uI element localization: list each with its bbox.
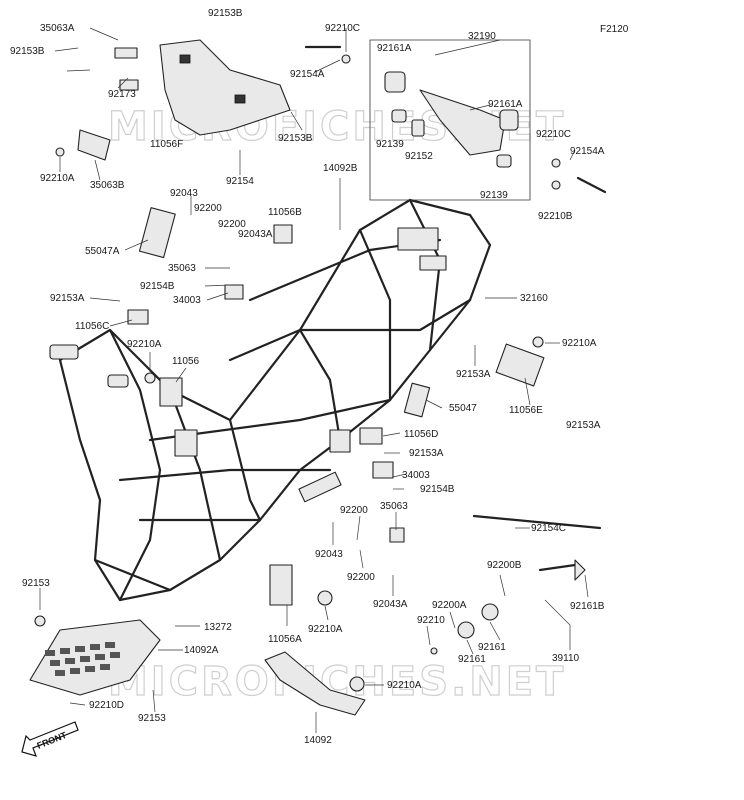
front-arrow-icon: FRONT — [21, 721, 79, 757]
undercover-14092a — [29, 619, 161, 696]
callout-92200b: 92200B — [487, 560, 522, 571]
callout-92043-top: 92043 — [170, 188, 198, 199]
callout-92139-b: 92139 — [480, 190, 508, 201]
leader-lines — [39, 27, 589, 733]
callout-92139-a: 92139 — [376, 139, 404, 150]
callout-11056: 11056 — [172, 356, 200, 367]
callout-92210a-low: 92210A — [308, 624, 343, 635]
main-frame — [49, 198, 492, 602]
callout-92161a-a: 92161A — [377, 43, 412, 54]
callout-92153b-left: 92153B — [10, 46, 45, 57]
callout-92173: 92173 — [108, 89, 136, 100]
figure-code: F2120 — [600, 24, 629, 35]
callout-92153a-left: 92153A — [50, 293, 85, 304]
callout-11056a: 11056A — [268, 634, 302, 645]
callout-35063: 35063 — [168, 263, 196, 274]
callout-92154b-low: 92154B — [420, 484, 455, 495]
callout-92153-bottom: 92153 — [138, 713, 166, 724]
callout-92154b-top: 92154B — [140, 281, 175, 292]
callout-11056f: 11056F — [150, 139, 183, 150]
callout-92210d: 92210D — [89, 700, 124, 711]
callout-32190: 32190 — [468, 31, 496, 42]
callout-92153-left: 92153 — [22, 578, 50, 589]
bracket-11056f — [159, 39, 291, 136]
callout-13272: 13272 — [204, 622, 232, 633]
callout-92161-b: 92161 — [458, 654, 486, 665]
callout-92210c-right: 92210C — [536, 129, 571, 140]
callout-92154: 92154 — [226, 176, 254, 187]
callout-92153a-low: 92153A — [409, 448, 444, 459]
callout-92210a-left: 92210A — [40, 173, 75, 184]
callout-11056e: 11056E — [509, 405, 543, 416]
callout-92210: 92210 — [417, 615, 445, 626]
callout-92153a-right: 92153A — [566, 420, 601, 431]
callout-92210c: 92210C — [325, 23, 360, 34]
callout-92153b-mid: 92153B — [278, 133, 313, 144]
callout-92154c: 92154C — [531, 523, 566, 534]
callout-92210a-bottom: 92210A — [387, 680, 422, 691]
callout-92152: 92152 — [405, 151, 433, 162]
callout-92200-d: 92200 — [347, 572, 375, 583]
callout-32160: 32160 — [520, 293, 548, 304]
callout-labels: 35063A 92153B 92210C 32190 92153B 92154A… — [10, 8, 605, 746]
callout-92161b: 92161B — [570, 601, 605, 612]
callout-92161a-b: 92161A — [488, 99, 523, 110]
callout-92154a: 92154A — [290, 69, 325, 80]
callout-92200-c: 92200 — [340, 505, 368, 516]
callout-35063-low: 35063 — [380, 501, 408, 512]
callout-92200-a: 92200 — [194, 203, 222, 214]
callout-92200-b: 92200 — [218, 219, 246, 230]
callout-55047: 55047 — [449, 403, 477, 414]
callout-39110: 39110 — [552, 653, 580, 664]
cover-14092 — [264, 651, 366, 716]
callout-92210a-mid: 92210A — [127, 339, 162, 350]
callout-92210a-right: 92210A — [562, 338, 597, 349]
callout-14092b: 14092B — [323, 163, 358, 174]
callout-92161-a: 92161 — [478, 642, 506, 653]
callout-92153b-top: 92153B — [208, 8, 243, 19]
small-parts — [34, 45, 607, 692]
callout-92210b: 92210B — [538, 211, 573, 222]
callout-92200a: 92200A — [432, 600, 467, 611]
callout-55047a: 55047A — [85, 246, 120, 257]
callout-92153a-mid: 92153A — [456, 369, 491, 380]
callout-92043a-top: 92043A — [238, 229, 273, 240]
callout-34003-top: 34003 — [173, 295, 201, 306]
callout-35063b: 35063B — [90, 180, 125, 191]
callout-11056c: 11056C — [75, 321, 109, 332]
callout-11056d: 11056D — [404, 429, 438, 440]
callout-14092a: 14092A — [184, 645, 219, 656]
box-32190 — [369, 39, 531, 201]
callout-11056b: 11056B — [268, 207, 302, 218]
callout-92154a-right: 92154A — [570, 146, 605, 157]
callout-92043a-low: 92043A — [373, 599, 408, 610]
callout-35063a: 35063A — [40, 23, 75, 34]
callout-34003-low: 34003 — [402, 470, 430, 481]
callout-14092: 14092 — [304, 735, 332, 746]
callout-92043-low: 92043 — [315, 549, 343, 560]
